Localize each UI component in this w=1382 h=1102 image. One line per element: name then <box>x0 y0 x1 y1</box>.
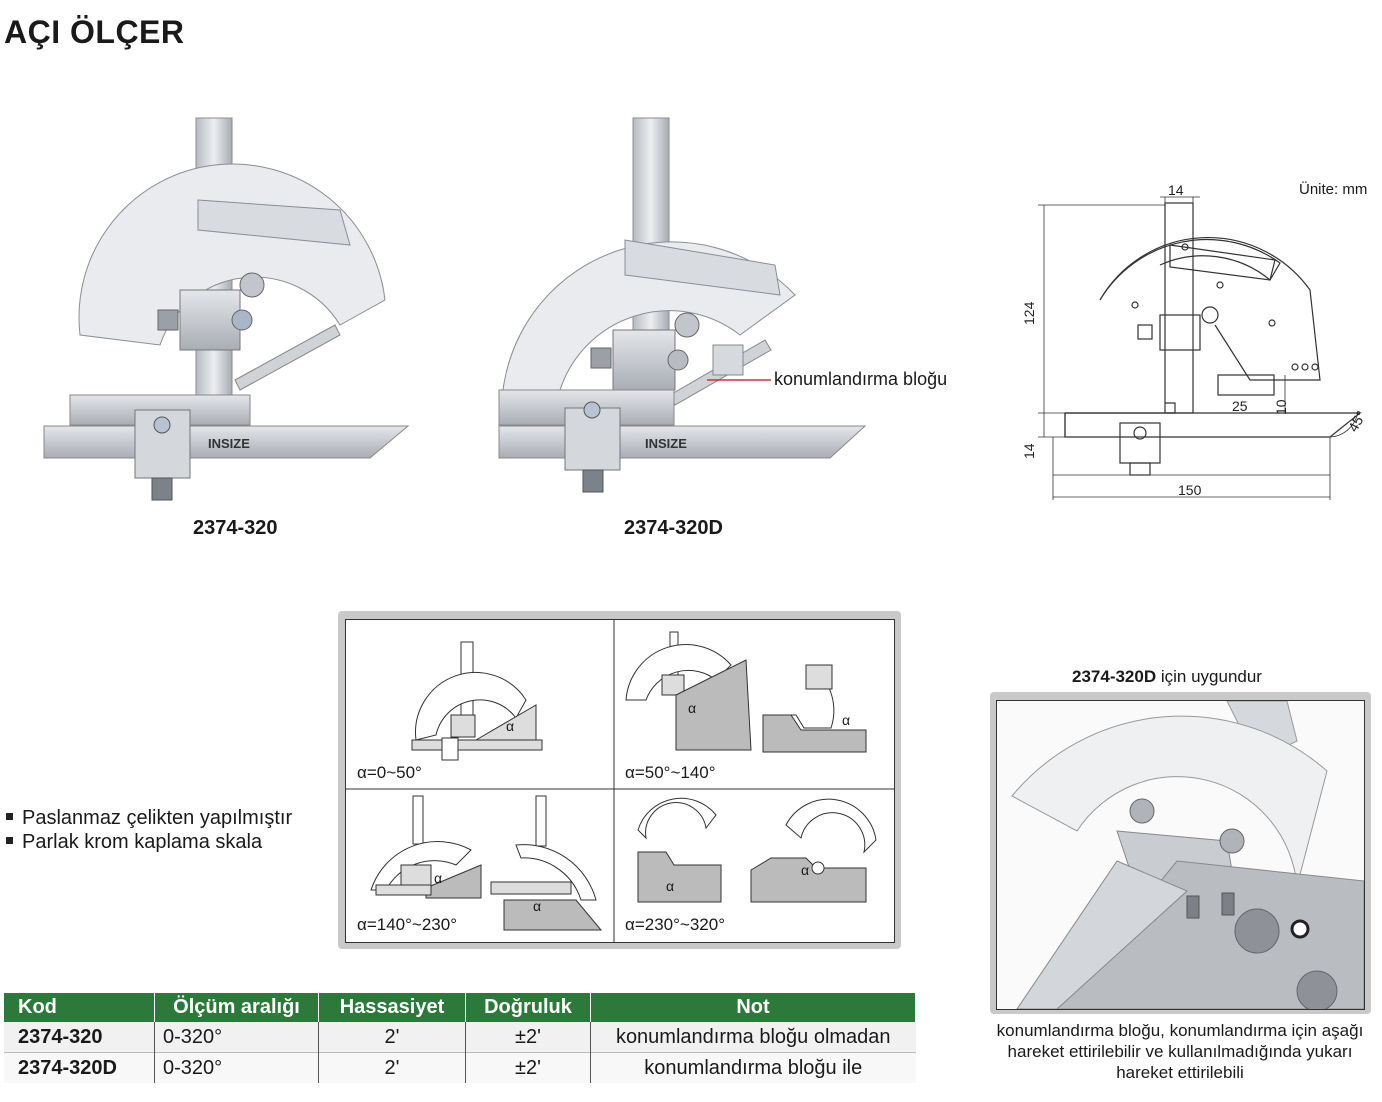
col-header-code: Kod <box>4 993 155 1022</box>
cell-note: konumlandırma bloğu ile <box>590 1052 916 1083</box>
spec-table: Kod Ölçüm aralığı Hassasiyet Doğruluk No… <box>4 993 916 1083</box>
unit-label: Ünite: mm <box>1299 181 1368 198</box>
range-label-3: α=140°~230° <box>357 915 458 934</box>
cell-range: 0-320° <box>154 1052 319 1083</box>
page-title: AÇI ÖLÇER <box>4 14 185 50</box>
dim-10: 10 <box>1273 399 1289 415</box>
cell-code: 2374-320 <box>4 1022 155 1053</box>
side-note: konumlandırma bloğu, konumlandırma için … <box>996 1021 1364 1082</box>
alpha-symbol: α <box>801 862 810 878</box>
col-header-note: Not <box>590 993 916 1022</box>
alpha-symbol: α <box>434 870 443 886</box>
product-image-2374-320D: INSIZE <box>498 117 867 493</box>
cell-range: 0-320° <box>154 1022 319 1053</box>
col-header-resolution: Hassasiyet <box>318 993 466 1022</box>
callout-positioning-block: konumlandırma bloğu <box>774 369 948 389</box>
table-row: 2374-320D 0-320° 2' ±2' konumlandırma bl… <box>4 1052 916 1083</box>
table-row: 2374-320 0-320° 2' ±2' konumlandırma blo… <box>4 1022 916 1053</box>
range-label-2: α=50°~140° <box>625 763 716 782</box>
cell-resolution: 2' <box>318 1052 466 1083</box>
brand-logo: INSIZE <box>645 436 687 451</box>
alpha-symbol: α <box>506 718 515 734</box>
cell-note: konumlandırma bloğu olmadan <box>590 1022 916 1053</box>
feature-item: Parlak krom kaplama skala <box>6 830 292 854</box>
range-label-4: α=230°~320° <box>625 915 726 934</box>
bullet-icon <box>6 837 13 845</box>
cell-accuracy: ±2' <box>465 1052 591 1083</box>
cell-resolution: 2' <box>318 1022 466 1053</box>
feature-list: Paslanmaz çelikten yapılmıştır Parlak kr… <box>6 806 292 854</box>
dim-14-top: 14 <box>1168 182 1184 198</box>
product-code-1: 2374-320 <box>193 517 278 539</box>
side-title: 2374-320D için uygundur <box>1072 667 1262 686</box>
col-header-range: Ölçüm aralığı <box>154 993 319 1022</box>
brand-logo: INSIZE <box>208 436 250 451</box>
bullet-icon <box>6 813 13 821</box>
alpha-symbol: α <box>842 712 851 728</box>
usage-diagrams <box>346 620 894 942</box>
alpha-symbol: α <box>533 898 542 914</box>
technical-drawing: 14 124 14 150 25 10 45° <box>1021 182 1369 500</box>
product-image-2374-320: INSIZE <box>43 117 410 501</box>
cell-code: 2374-320D <box>4 1052 155 1083</box>
alpha-symbol: α <box>666 878 675 894</box>
dim-150: 150 <box>1178 482 1202 498</box>
dim-14-base: 14 <box>1021 443 1037 459</box>
range-label-1: α=0~50° <box>357 763 422 782</box>
product-code-2: 2374-320D <box>624 517 723 539</box>
cell-accuracy: ±2' <box>465 1022 591 1053</box>
dim-124: 124 <box>1021 301 1037 325</box>
col-header-accuracy: Doğruluk <box>465 993 591 1022</box>
dim-45: 45° <box>1345 408 1369 434</box>
alpha-symbol: α <box>688 700 697 716</box>
usage-panel: α=0~50° α=50°~140° α=140°~230° α=230°~32… <box>345 619 895 943</box>
detail-photo <box>996 700 1365 1010</box>
feature-item: Paslanmaz çelikten yapılmıştır <box>6 806 292 830</box>
table-header-row: Kod Ölçüm aralığı Hassasiyet Doğruluk No… <box>4 993 916 1022</box>
dim-25: 25 <box>1232 398 1248 414</box>
detail-photo-illustration <box>997 701 1364 1009</box>
